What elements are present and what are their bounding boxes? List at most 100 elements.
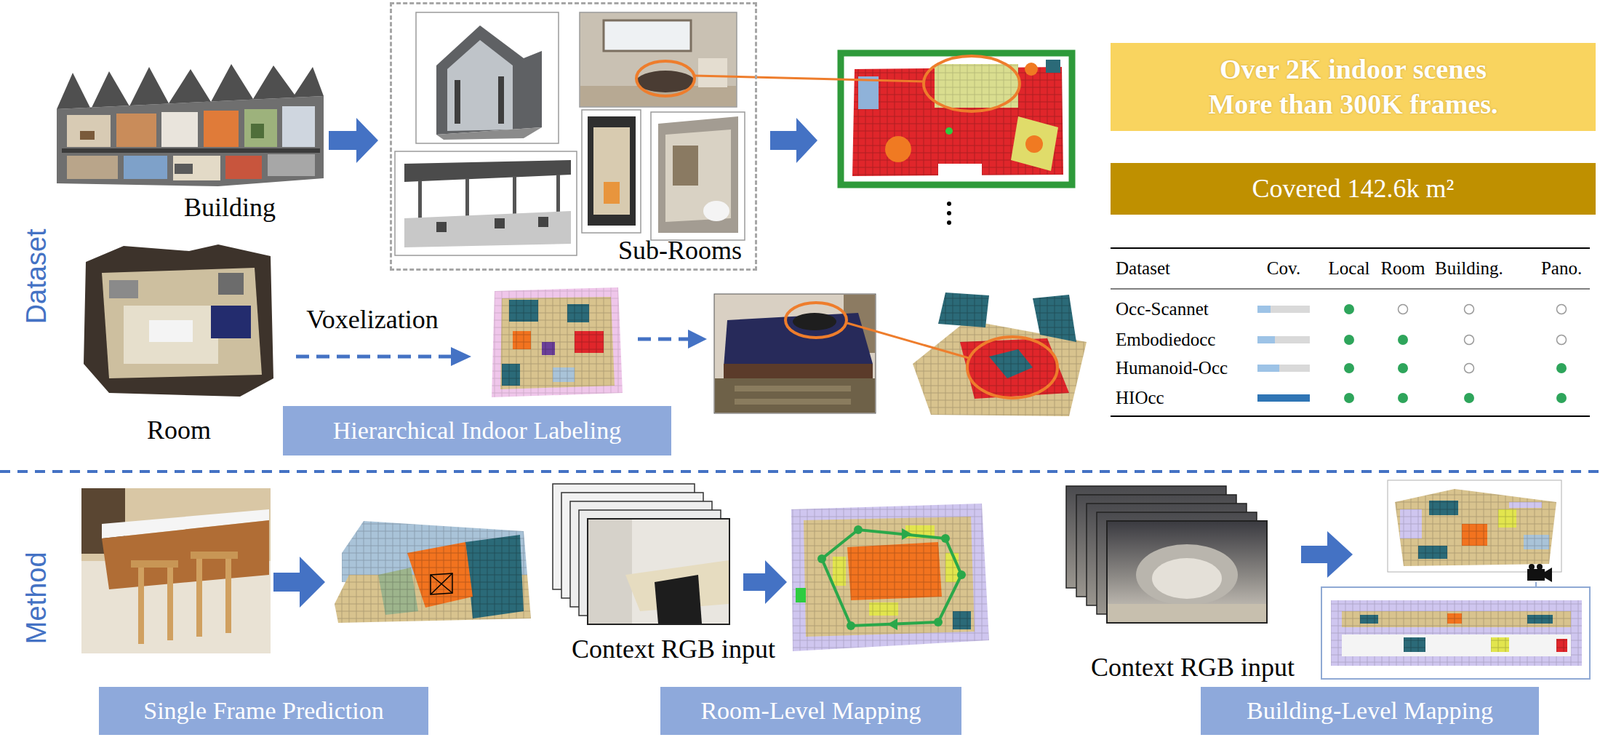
occupancy-map <box>1025 135 1043 153</box>
dashed-arrow <box>637 337 690 342</box>
voxel-scene <box>334 520 531 623</box>
sub-room-image <box>581 109 641 233</box>
occupancy-map <box>1024 62 1038 76</box>
room-voxel-map <box>847 541 942 600</box>
sub-room-image <box>498 76 504 124</box>
building-map <box>1341 610 1571 627</box>
flow-arrow <box>743 560 787 604</box>
sub-room-image <box>703 200 730 222</box>
occupancy-map <box>840 53 1072 185</box>
voxel-map <box>509 299 539 322</box>
sub-room-image <box>658 116 739 233</box>
kitchen-photo <box>130 560 179 568</box>
bedroom-photo <box>714 378 875 413</box>
room-scan-image <box>210 305 251 339</box>
building-map <box>1403 637 1426 652</box>
building-scan-image <box>56 64 324 110</box>
bedroom-photo <box>723 363 873 379</box>
table-header: Room <box>1380 258 1425 280</box>
continuation-dots <box>946 210 952 216</box>
voxel-scene <box>430 573 453 595</box>
node-text: Covered 142.6k m² <box>1252 173 1455 205</box>
room-scan-image <box>149 320 193 342</box>
sub-room-image <box>436 127 542 140</box>
room-voxel-map <box>941 533 950 543</box>
occupancy-map <box>923 56 1020 112</box>
building-scan-image <box>116 113 157 147</box>
rgb-frame-stack <box>552 483 730 624</box>
sub-room-image <box>404 160 571 182</box>
panorama-frame-stack <box>1136 544 1238 606</box>
sub-room-image <box>650 112 745 240</box>
flow-arrow <box>328 117 379 163</box>
image-caption: Room <box>146 415 211 446</box>
occupancy-map <box>945 127 953 135</box>
room-voxel-map <box>795 587 806 603</box>
dashed-arrow <box>296 346 472 366</box>
room-voxel-map <box>952 610 971 630</box>
table-header: Dataset <box>1115 258 1171 280</box>
sub-room-image <box>436 25 542 135</box>
room-voxel-map <box>933 617 943 627</box>
building-scan-image <box>66 114 111 147</box>
dashed-arrow <box>637 329 707 349</box>
voxel-scene <box>938 292 990 328</box>
comparison-table <box>1257 305 1271 313</box>
panorama-frame-stack <box>1106 520 1267 623</box>
room-scan-image <box>83 244 274 397</box>
building-scan-image <box>250 123 264 139</box>
comparison-table <box>1257 336 1310 344</box>
sub-room-image <box>603 181 620 204</box>
flow-arrow <box>273 556 326 608</box>
building-scan-image <box>174 163 193 174</box>
comparison-table <box>1344 334 1355 345</box>
bedroom-photo <box>734 385 851 392</box>
building-map <box>1330 600 1582 666</box>
room-voxel-map <box>821 529 962 626</box>
comparison-table <box>1344 392 1355 403</box>
room-voxel-map <box>945 552 959 582</box>
building-scan-image <box>56 96 324 187</box>
section-title: Dataset <box>20 229 53 325</box>
voxel-map <box>501 363 520 386</box>
room-scan-image <box>83 244 274 397</box>
comparison-table <box>1257 305 1310 313</box>
sub-room-photo <box>579 12 737 107</box>
building-map <box>1498 509 1517 528</box>
sub-room-photo <box>698 58 728 88</box>
leader-line <box>847 322 969 358</box>
building-map <box>1523 534 1550 550</box>
voxel-map <box>567 304 590 323</box>
rgb-frame-stack <box>654 574 702 624</box>
sub-room-image <box>465 178 470 219</box>
comparison-table <box>1110 247 1590 249</box>
sub-room-image <box>418 180 422 221</box>
comparison-table <box>1110 288 1590 290</box>
occupancy-map <box>1045 59 1061 73</box>
sub-room-image <box>394 151 577 256</box>
sub-room-photo <box>636 70 695 93</box>
building-scan-image <box>225 155 262 179</box>
room-scan-image <box>101 267 262 379</box>
bedroom-photo <box>734 398 851 405</box>
room-scan-image <box>109 280 139 299</box>
sub-room-image <box>494 218 505 229</box>
sub-room-image <box>404 210 571 248</box>
kitchen-photo <box>190 551 238 559</box>
comparison-table <box>1397 334 1408 345</box>
room-scan-image <box>218 272 244 295</box>
building-map <box>1321 586 1590 679</box>
comparison-table <box>1110 415 1590 417</box>
room-voxel-map <box>791 503 990 651</box>
section-title: Method <box>20 552 53 645</box>
room-voxel-map <box>791 503 990 651</box>
comparison-table <box>1556 362 1567 374</box>
sub-room-image <box>672 145 699 186</box>
section-label-box: Hierarchical Indoor Labeling <box>282 405 672 456</box>
comparison-table <box>1257 364 1280 372</box>
kitchen-photo <box>138 563 144 644</box>
room-voxel-map <box>846 621 856 630</box>
panorama-frame-stack <box>1152 557 1222 599</box>
building-map <box>1527 614 1553 624</box>
sub-room-image <box>416 12 559 144</box>
